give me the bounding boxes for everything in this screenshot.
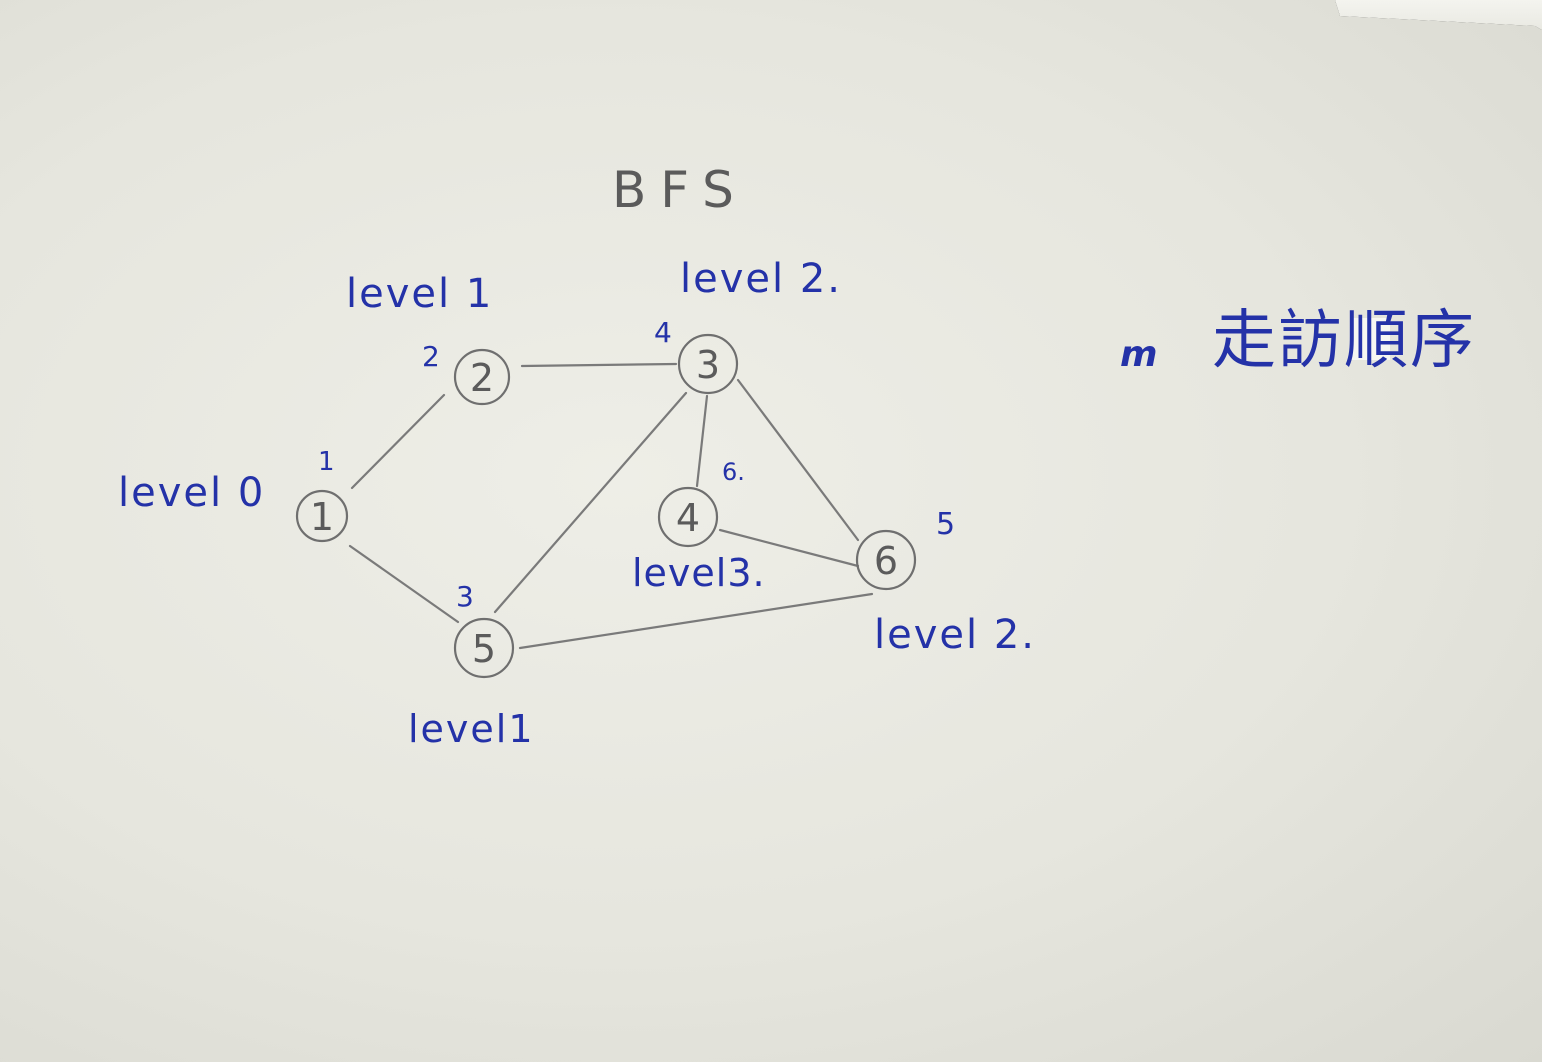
node-circle [677,333,739,395]
level-labels: level 0 level 1 level 2. level3. level1 … [118,256,1036,751]
node-label: 5 [472,627,496,671]
order-node-5: 3 [456,580,474,613]
diagram-title: BFS [612,161,748,219]
graph-node-5: 5 [453,617,515,679]
visit-order-labels: 1 2 4 6. 3 5 [318,316,955,613]
level-node-4: level3. [632,551,766,595]
node-circle [453,617,515,679]
node-circle [855,529,917,591]
node-circle [453,348,511,406]
level-node-5: level1 [408,707,535,751]
level-node-2: level 1 [346,271,493,317]
legend-mark: m [1120,334,1158,375]
visit-order-legend: m 走訪順序 [1120,304,1476,378]
order-node-2: 2 [422,340,440,373]
node-label: 3 [696,343,720,387]
graph-edges [348,362,874,650]
node-label: 1 [310,495,334,539]
graph-node-6: 6 [855,529,917,591]
node-label: 6 [874,539,898,583]
edge-3-4 [695,394,709,488]
node-circle [295,489,349,543]
level-node-3: level 2. [680,256,842,302]
level-node-6: level 2. [874,612,1036,658]
graph-node-2: 2 [453,348,511,406]
node-label: 4 [676,496,700,540]
node-circle [657,486,719,548]
edge-2-3 [520,362,678,368]
graph-node-4: 4 [657,486,719,548]
legend-text: 走訪順序 [1212,304,1476,378]
node-label: 2 [470,356,494,400]
order-node-3: 4 [654,316,672,349]
level-node-1: level 0 [118,470,265,516]
edge-4-6 [718,528,860,568]
edge-1-2 [350,393,446,490]
edge-3-6 [736,378,860,542]
graph-node-1: 1 [295,489,349,543]
graph-node-3: 3 [677,333,739,395]
edge-5-6 [518,592,874,650]
edge-3-5 [493,391,688,614]
order-node-6: 5 [936,507,955,542]
legend-highlight [1350,318,1390,360]
edge-1-5 [348,544,460,624]
order-node-4: 6. [722,458,745,486]
order-node-1: 1 [318,447,335,477]
